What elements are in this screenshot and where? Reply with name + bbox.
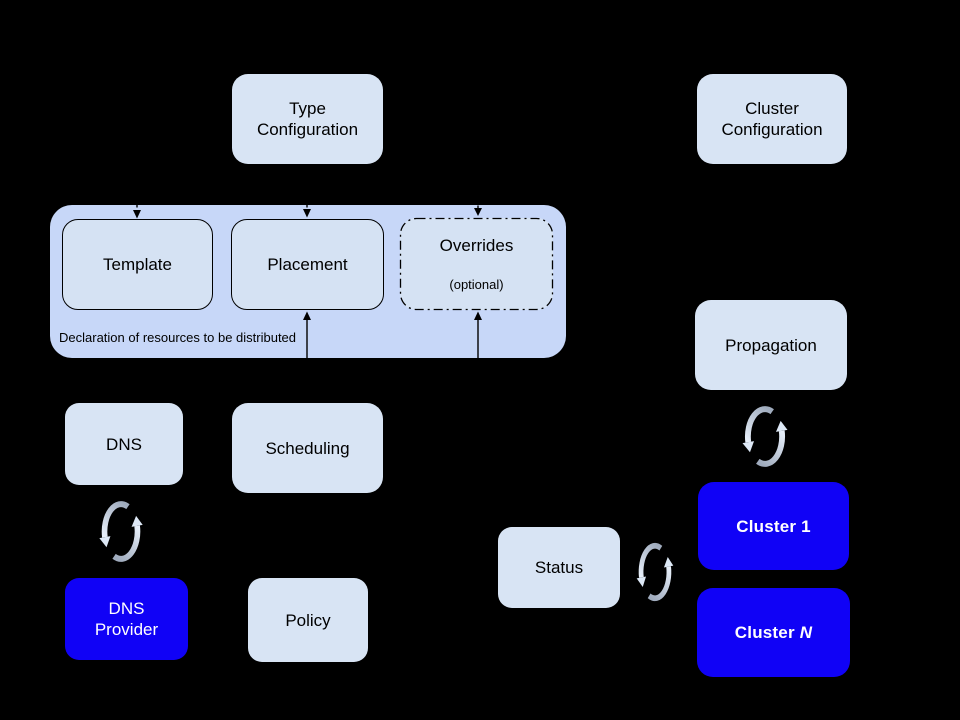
policy-label: Policy	[285, 610, 331, 630]
cluster-n-box: Cluster N	[697, 588, 850, 677]
overrides-label: Overrides (optional)	[440, 215, 514, 314]
dns-box: DNS	[65, 403, 183, 485]
cluster-n-label: Cluster N	[735, 622, 812, 643]
policy-box: Policy	[248, 578, 368, 662]
scheduling-label: Scheduling	[265, 438, 350, 458]
sync-icon-dns	[99, 504, 142, 559]
cluster-configuration-box: Cluster Configuration	[697, 74, 847, 164]
cluster-1-label: Cluster 1	[736, 516, 811, 536]
dns-provider-box: DNS Provider	[65, 578, 188, 660]
scheduling-box: Scheduling	[232, 403, 383, 493]
dns-provider-label: DNS Provider	[94, 599, 159, 639]
overrides-subtitle: (optional)	[449, 276, 504, 292]
dns-label: DNS	[106, 434, 142, 454]
type-configuration-box: Type Configuration	[232, 74, 383, 164]
propagation-label: Propagation	[725, 335, 817, 355]
overrides-box: Overrides (optional)	[400, 218, 553, 310]
type-configuration-label: Type Configuration	[256, 99, 359, 139]
sync-icon-status	[637, 546, 674, 598]
cluster-n-prefix: Cluster	[734, 623, 800, 642]
declaration-caption: Declaration of resources to be distribut…	[59, 330, 297, 345]
cluster-1-box: Cluster 1	[698, 482, 849, 570]
status-box: Status	[498, 527, 620, 608]
template-label: Template	[103, 255, 172, 274]
status-label: Status	[534, 558, 584, 577]
propagation-box: Propagation	[695, 300, 847, 390]
template-box: Template	[62, 219, 213, 310]
sync-icon-propagation	[743, 409, 788, 464]
placement-box: Placement	[231, 219, 384, 310]
type-config-arrows	[136, 166, 479, 210]
overrides-title: Overrides	[439, 235, 514, 255]
cluster-n-suffix: N	[799, 623, 813, 642]
cluster-configuration-label: Cluster Configuration	[721, 99, 823, 139]
placement-label: Placement	[267, 255, 348, 274]
